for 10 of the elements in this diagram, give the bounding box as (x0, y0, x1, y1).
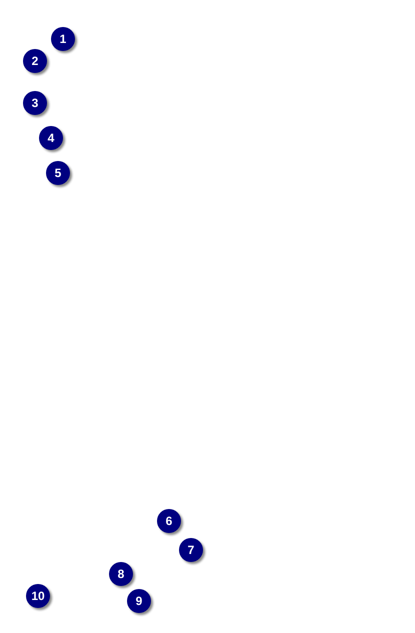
callout-number: 1 (51, 27, 75, 51)
callout-number: 7 (179, 538, 203, 562)
callout-number: 2 (23, 49, 47, 73)
callout-number: 10 (26, 584, 50, 608)
callout-number: 9 (127, 589, 151, 613)
callout-number: 6 (157, 509, 181, 533)
callout-number: 8 (109, 562, 133, 586)
callout-number: 5 (46, 161, 70, 185)
callout-number: 4 (39, 126, 63, 150)
callout-number: 3 (23, 91, 47, 115)
